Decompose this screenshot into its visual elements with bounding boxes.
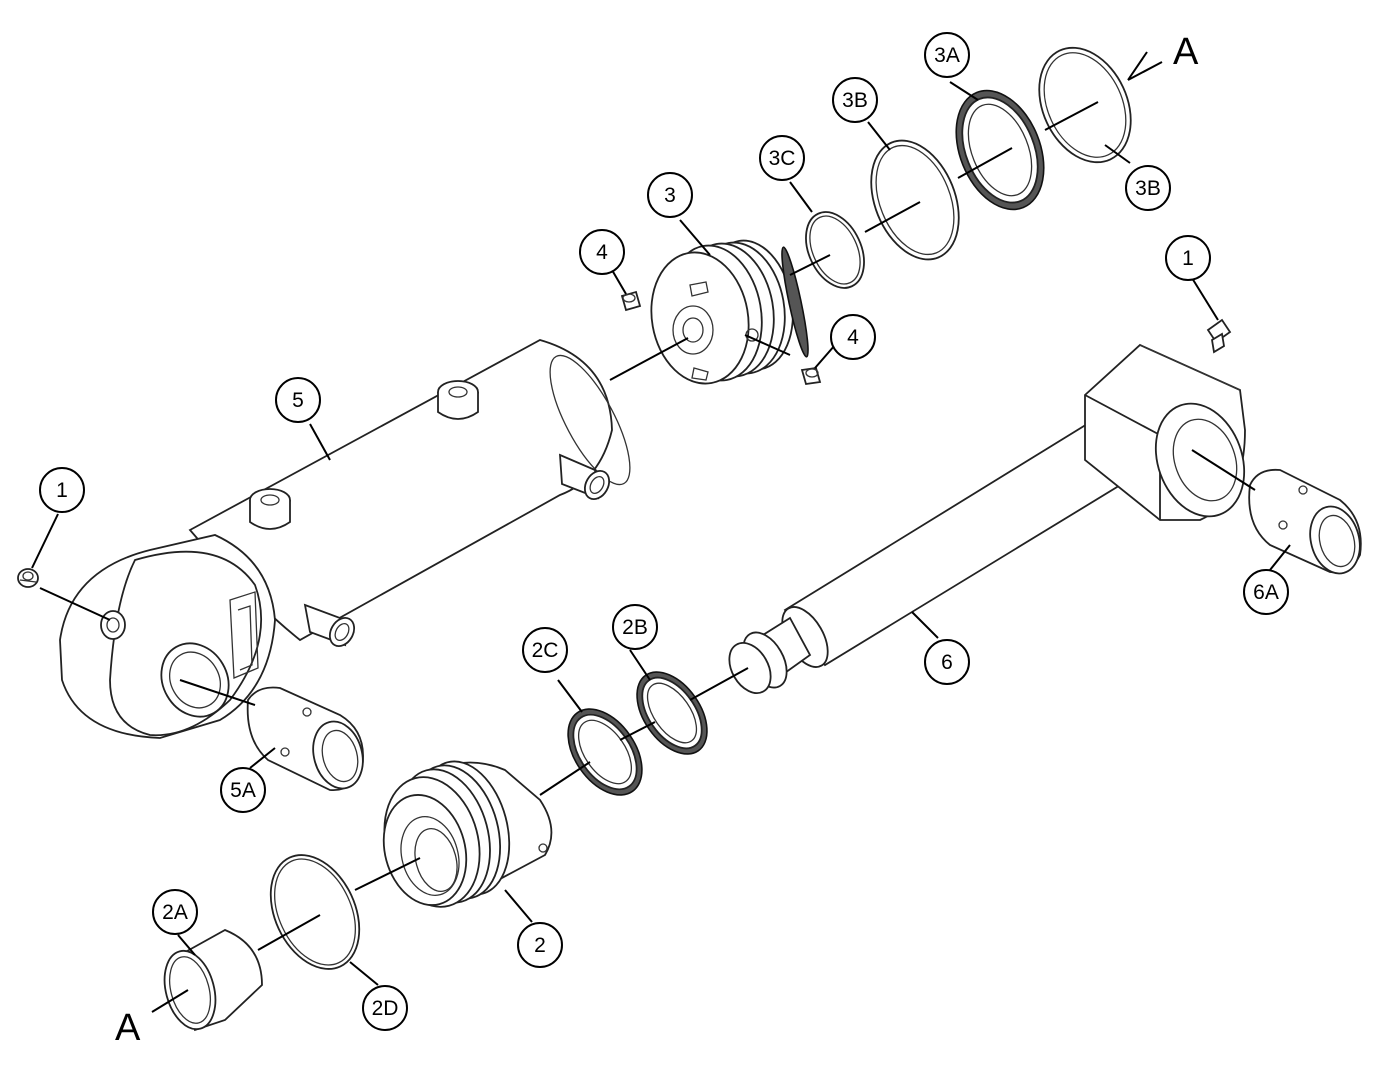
callout-2d: 2D [362,985,408,1031]
svg-text:2B: 2B [622,616,648,639]
svg-text:6A: 6A [1253,581,1279,604]
callout-2a: 2A [152,889,198,935]
svg-text:1: 1 [56,479,68,502]
svg-text:3A: 3A [934,44,960,67]
bushing-part-2a [163,929,263,1032]
callout-leader-lines [31,51,1291,986]
callout-4-right: 4 [830,314,876,360]
svg-text:2C: 2C [532,639,559,662]
svg-text:6: 6 [941,651,953,674]
callout-2c: 2C [522,627,568,673]
callout-1-left: 1 [39,467,85,513]
seal-part-2c [567,708,643,796]
svg-text:4: 4 [596,241,608,264]
bushing-part-5a [246,686,364,791]
set-screw-part-4-right [800,366,822,386]
callout-2b: 2B [612,604,658,650]
callout-4-top: 4 [579,229,625,275]
bushing-part-6a [1248,468,1362,575]
callout-6a: 6A [1243,569,1289,615]
reference-a-top-right: A [1173,31,1199,73]
wear-ring-part-3b-top [870,139,960,261]
svg-text:3C: 3C [769,147,796,170]
reference-a-bottom-left: A [115,1007,141,1049]
svg-text:3B: 3B [842,89,868,112]
callout-5a: 5A [220,767,266,813]
svg-text:3: 3 [664,184,676,207]
grease-fitting-part-1-left [17,568,39,588]
assembly-axis-lines [39,61,1256,1013]
ring-part-3c [805,211,865,289]
svg-text:3B: 3B [1135,177,1161,200]
callout-6: 6 [924,639,970,685]
callout-3b-right: 3B [1125,165,1171,211]
wear-ring-part-3b-right [1038,46,1132,164]
grease-fitting-part-1-right [1206,318,1232,354]
callout-3c: 3C [759,135,805,181]
svg-text:2D: 2D [372,997,399,1020]
cylinder-barrel-part-5 [59,339,631,739]
svg-text:1: 1 [1182,247,1194,270]
seal-part-3a [955,89,1045,211]
set-screw-part-4-top [620,290,642,312]
svg-text:2A: 2A [162,901,188,924]
callout-2: 2 [517,922,563,968]
o-ring-part-2d [269,854,361,970]
piston-part-3 [650,239,809,385]
svg-text:4: 4 [847,326,859,349]
piston-rod-part-6 [728,343,1246,694]
svg-text:5A: 5A [230,779,256,802]
callout-3a: 3A [924,32,970,78]
callout-3b-top: 3B [832,77,878,123]
gland-part-2 [382,760,553,908]
callout-1-right: 1 [1165,235,1211,281]
svg-text:5: 5 [292,389,304,412]
callout-3: 3 [647,172,693,218]
svg-text:2: 2 [534,934,546,957]
callout-5: 5 [275,377,321,423]
